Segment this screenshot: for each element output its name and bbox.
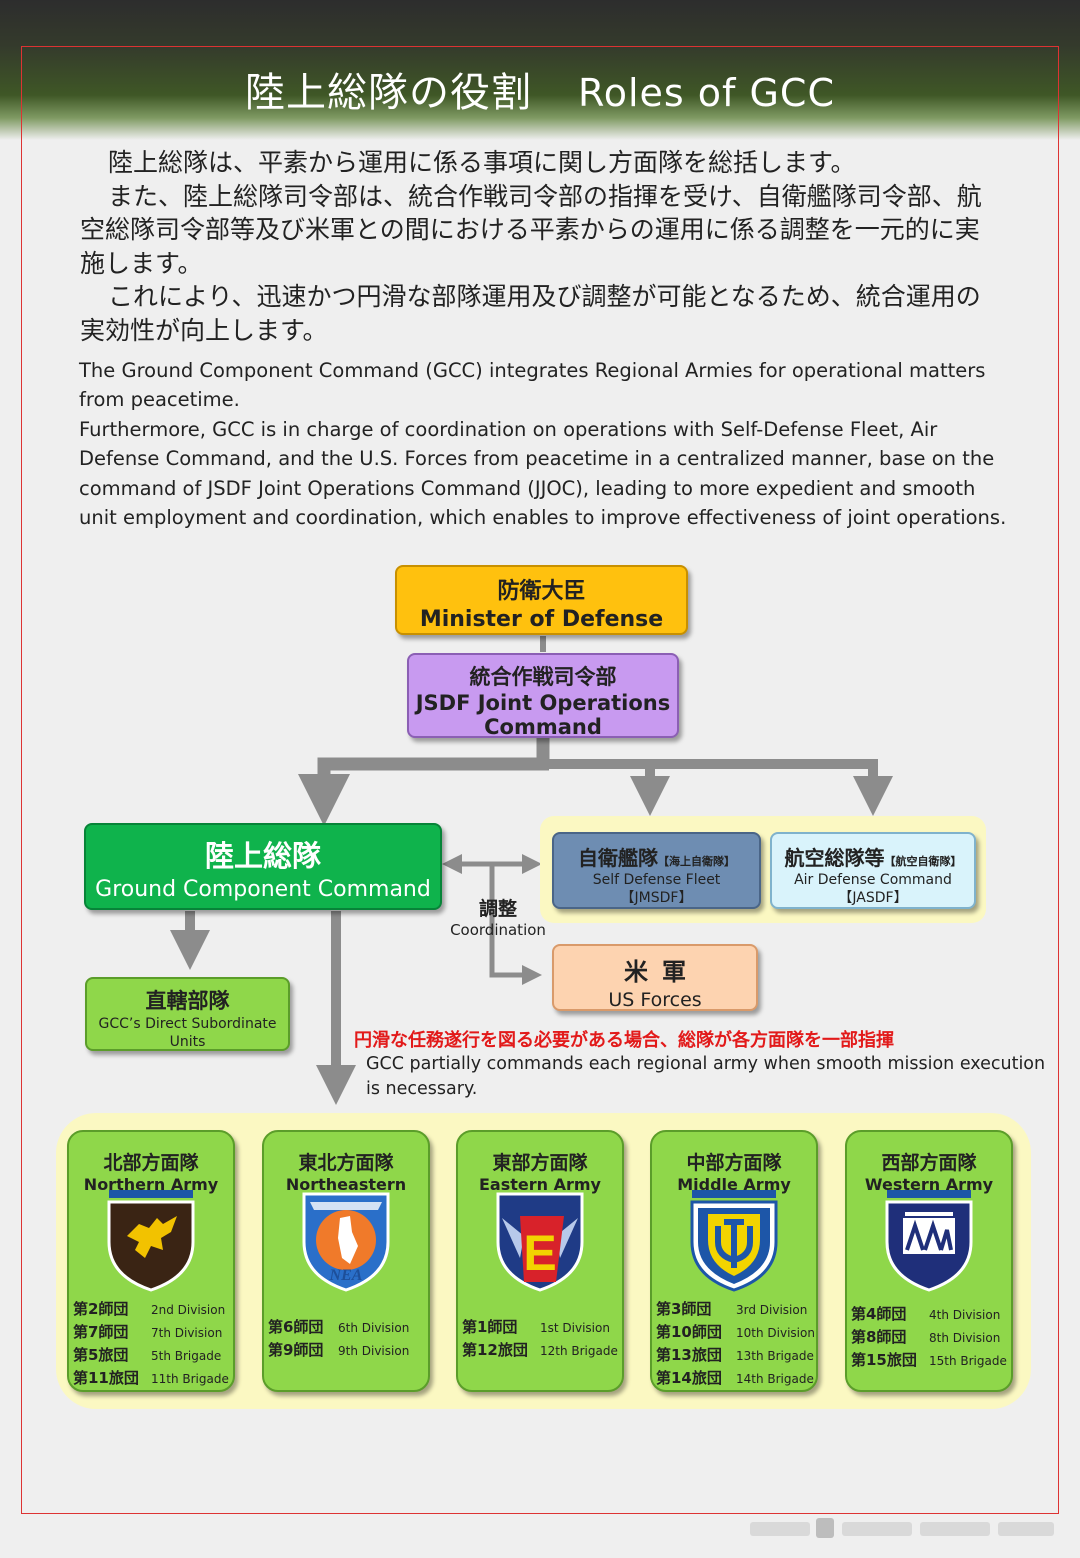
minister-jp: 防衛大臣 (497, 579, 586, 604)
title-en: Roles of GCC (578, 71, 835, 115)
partial-command-note-en: GCC partially commands each regional arm… (366, 1054, 1046, 1099)
us-forces-box: 米軍 US Forces (552, 944, 758, 1011)
direct-units-en: GCC’s Direct Subordinate Units (98, 1016, 277, 1050)
us-forces-en: US Forces (608, 989, 702, 1011)
northern-army-emblem-icon (107, 1190, 195, 1292)
army-name-jp: 中部方面隊 (686, 1152, 782, 1174)
emblem-text: NEA (329, 1267, 363, 1284)
army-name-jp: 西部方面隊 (881, 1152, 977, 1174)
jasdf-en: Air Defense Command (794, 872, 952, 888)
direct-units-jp: 直轄部隊 (145, 989, 230, 1013)
jjoc-box: 統合作戦司令部 JSDF Joint Operations Command (407, 653, 679, 739)
army-name-en: Northern Army (83, 1175, 219, 1194)
minister-of-defense-box: 防衛大臣 Minister of Defense (395, 565, 688, 635)
intro-jp-paragraph: 陸上総隊は、平素から運用に係る事項に関し方面隊を総括します。 (108, 148, 856, 177)
minister-en: Minister of Defense (419, 607, 664, 632)
jmsdf-box: 自衛艦隊【海上自衛隊】 Self Defense Fleet 【JMSDF】 (552, 832, 761, 909)
gcc-en: Ground Component Command (95, 877, 431, 902)
page-title: 陸上総隊の役割 Roles of GCC (0, 60, 1080, 118)
partial-command-note-jp: 円滑な任務遂行を図る必要がある場合、総隊が各方面隊を一部指揮 (354, 1030, 894, 1051)
army-name-en: Eastern Army (479, 1175, 601, 1194)
jasdf-abbr: 【JASDF】 (838, 890, 908, 906)
intro-jp-paragraph: また、陸上総隊司令部は、統合作戦司令部の指揮を受け、自衛艦隊司令部、航空総隊司令… (80, 181, 982, 278)
gcc-box: 陸上総隊 Ground Component Command (84, 823, 442, 910)
coordination-en: Coordination (450, 921, 546, 939)
jasdf-jp: 航空総隊等 (784, 846, 885, 870)
army-name-jp: 北部方面隊 (103, 1152, 199, 1174)
us-forces-jp: 米軍 (624, 958, 700, 986)
title-jp: 陸上総隊の役割 (245, 70, 532, 116)
army-name-jp: 東北方面隊 (298, 1152, 394, 1174)
intro-en-paragraph: The Ground Component Command (GCC) integ… (79, 359, 986, 412)
army-name-en: Middle Army (677, 1175, 791, 1194)
jjoc-en: JSDF Joint Operations Command (415, 691, 671, 739)
jmsdf-jp: 自衛艦隊 (578, 846, 658, 870)
army-name-en: Western Army (864, 1175, 994, 1194)
watermark-logo-icon (750, 1518, 1054, 1538)
arrow-jjoc-to-jasdf (537, 759, 893, 816)
page-frame (21, 46, 1059, 1514)
gcc-jp: 陸上総隊 (204, 839, 321, 873)
intro-japanese: 陸上総隊は、平素から運用に係る事項に関し方面隊を総括します。 また、陸上総隊司令… (80, 146, 1000, 347)
army-name-jp: 東部方面隊 (492, 1152, 588, 1174)
jmsdf-en: Self Defense Fleet (592, 872, 721, 888)
title-bar (0, 0, 1080, 140)
middle-army-emblem-icon (690, 1190, 778, 1292)
jasdf-tag: 【航空自衛隊】 (884, 855, 962, 868)
jmsdf-abbr: 【JMSDF】 (620, 890, 693, 906)
coordination-jp: 調整 (478, 898, 517, 920)
arrow-coordination-us (489, 864, 542, 985)
jmsdf-tag: 【海上自衛隊】 (658, 855, 735, 868)
northeastern-army-emblem-icon: NEA (302, 1192, 390, 1292)
watermark (740, 1514, 1060, 1540)
coordination-label: 調整 Coordination (450, 894, 546, 939)
intro-en-paragraph: Furthermore, GCC is in charge of coordin… (79, 417, 1007, 530)
eastern-army-emblem-icon: E (496, 1192, 584, 1292)
jjoc-jp: 統合作戦司令部 (469, 665, 617, 689)
intro-english: The Ground Component Command (GCC) integ… (79, 356, 1009, 532)
emblem-text: E (523, 1225, 556, 1281)
arrow-jjoc-to-gcc (298, 757, 549, 826)
direct-units-box: 直轄部隊 GCC’s Direct Subordinate Units (85, 977, 290, 1051)
intro-jp-paragraph: これにより、迅速かつ円滑な部隊運用及び調整が可能となるため、統合運用の実効性が向… (80, 282, 981, 345)
western-army-emblem-icon (885, 1190, 973, 1292)
jasdf-box: 航空総隊等【航空自衛隊】 Air Defense Command 【JASDF】 (770, 832, 976, 909)
